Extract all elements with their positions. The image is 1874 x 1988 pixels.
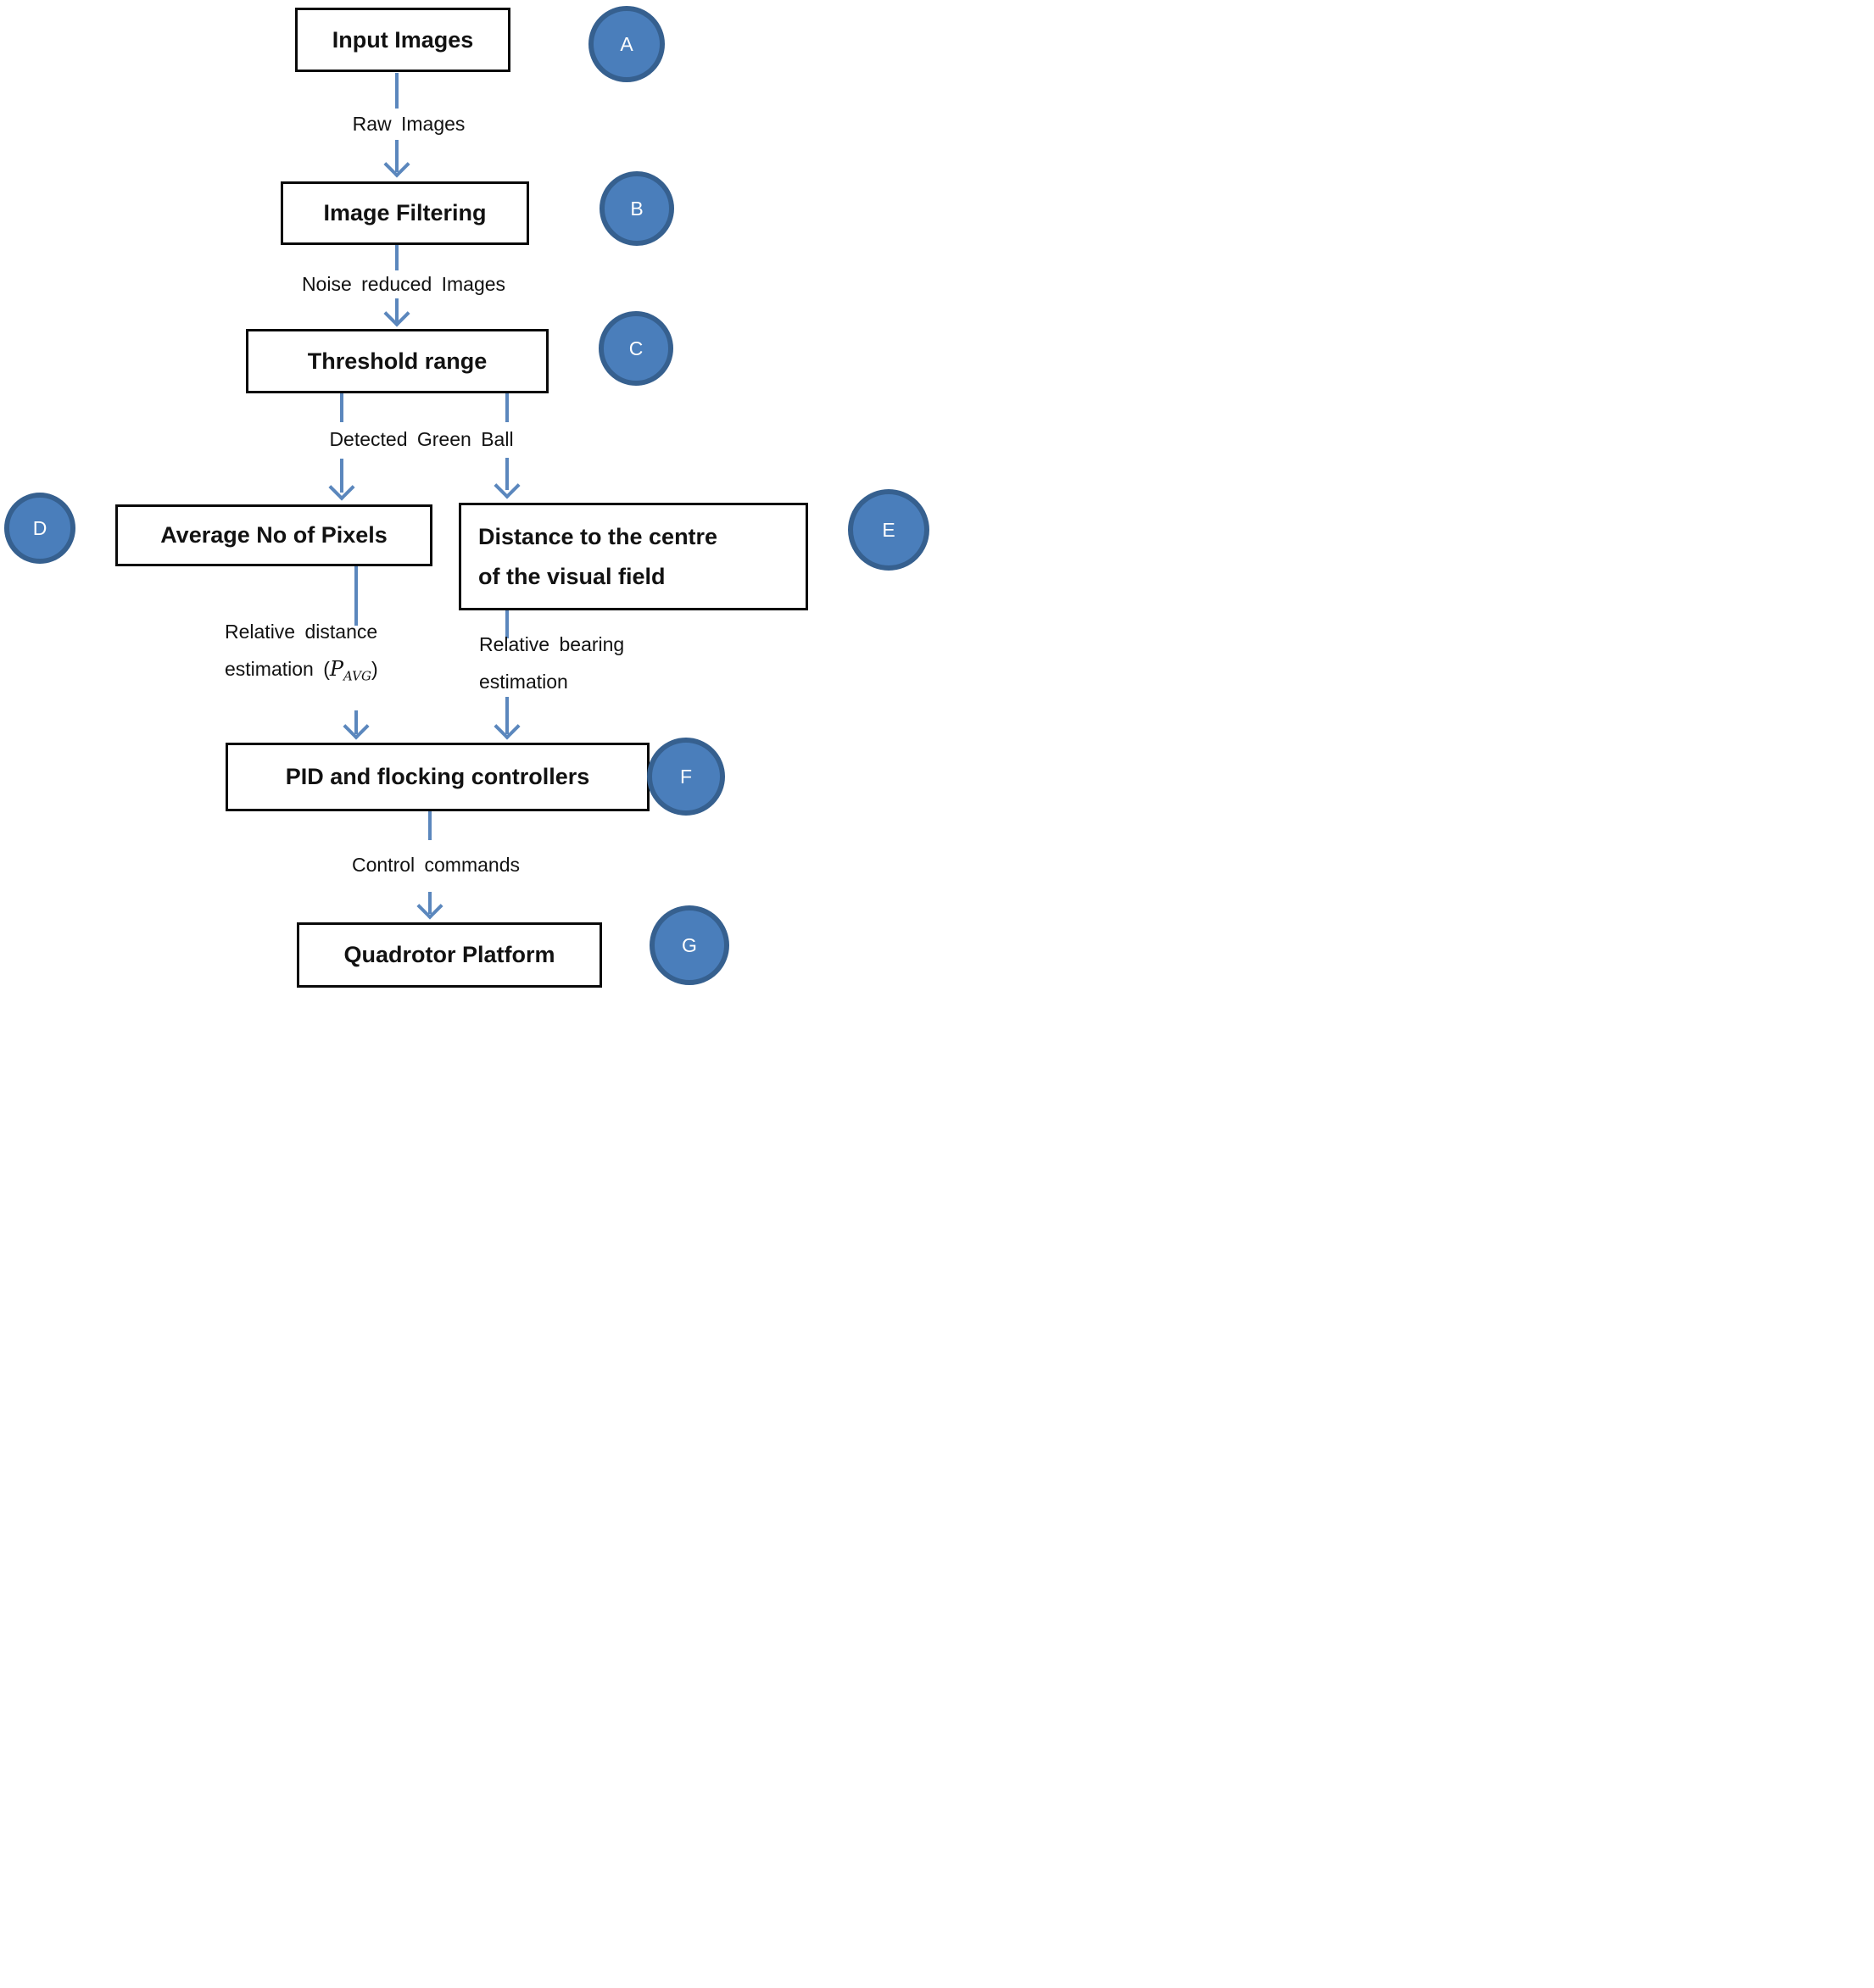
node-quadrotor-platform: Quadrotor Platform xyxy=(297,922,602,988)
connector-into-distance-centre xyxy=(505,458,509,490)
edge-label-detected-green-ball: Detected Green Ball xyxy=(329,428,514,450)
node-distance-centre-label-line1: Distance to the centre xyxy=(478,523,718,549)
node-quadrotor-platform-label: Quadrotor Platform xyxy=(343,942,555,967)
node-pid-controllers: PID and flocking controllers xyxy=(226,743,650,811)
marker-b-label: B xyxy=(630,197,644,220)
node-input-images-label: Input Images xyxy=(332,26,474,53)
pavg-variable: P xyxy=(329,657,344,681)
marker-circle-a: A xyxy=(588,6,665,82)
node-pid-controllers-label: PID and flocking controllers xyxy=(285,764,590,789)
marker-e-label: E xyxy=(882,518,895,541)
node-threshold-range-label: Threshold range xyxy=(307,348,488,374)
connector-distance-to-label xyxy=(505,610,509,638)
marker-circle-b: B xyxy=(600,171,674,246)
edge-label-relative-bearing: Relative bearing estimation xyxy=(479,626,624,700)
node-average-pixels-label: Average No of Pixels xyxy=(160,522,388,548)
connector-label-to-quadrotor xyxy=(428,892,432,914)
connector-threshold-left-stub xyxy=(340,393,343,422)
edge-label-relative-bearing-line2: estimation xyxy=(479,671,568,693)
node-distance-centre: Distance to the centre of the visual fie… xyxy=(459,503,808,610)
connector-label-to-pid-right xyxy=(505,697,509,734)
marker-f-label: F xyxy=(679,765,693,788)
marker-circle-e: E xyxy=(848,489,929,571)
marker-d-label: D xyxy=(32,516,47,539)
marker-a-label: A xyxy=(620,32,633,55)
flowchart-canvas: Input Images Image Filtering Threshold r… xyxy=(0,0,937,994)
connector-label-to-threshold xyxy=(395,298,399,322)
marker-circle-c: C xyxy=(599,311,673,386)
edge-label-control-commands: Control commands xyxy=(351,854,521,876)
arrowhead-into-threshold-range xyxy=(383,300,410,327)
node-threshold-range: Threshold range xyxy=(246,329,549,393)
connector-label-to-pid-left xyxy=(354,710,358,734)
node-average-pixels: Average No of Pixels xyxy=(115,504,432,566)
marker-circle-d: D xyxy=(4,493,75,564)
connector-threshold-right-stub xyxy=(505,393,509,422)
edge-label-relative-bearing-line1: Relative bearing xyxy=(479,633,625,655)
edge-label-relative-distance: Relative distance estimation (PAVG) xyxy=(225,613,378,695)
node-image-filtering-label: Image Filtering xyxy=(323,200,487,226)
edge-label-relative-distance-line2: estimation (PAVG) xyxy=(225,657,378,684)
edge-label-noise-reduced: Noise reduced Images xyxy=(301,273,506,295)
marker-c-label: C xyxy=(628,337,644,359)
arrowhead-into-average-pixels xyxy=(328,474,355,501)
pavg-subscript: AVG xyxy=(343,668,371,684)
marker-circle-g: G xyxy=(650,905,729,985)
connector-filtering-to-label xyxy=(395,245,399,270)
connector-average-to-label xyxy=(354,566,358,626)
marker-g-label: G xyxy=(682,933,697,956)
node-distance-centre-label-line2: of the visual field xyxy=(478,563,666,589)
connector-label-to-filtering xyxy=(395,140,399,172)
connector-pid-to-label xyxy=(428,811,432,840)
connector-input-to-label xyxy=(395,73,399,109)
connector-into-average-pixels xyxy=(340,459,343,493)
arrowhead-into-pid-left xyxy=(343,713,370,740)
arrowhead-into-quadrotor xyxy=(416,893,443,920)
arrowhead-into-distance-centre xyxy=(494,472,521,499)
node-image-filtering: Image Filtering xyxy=(281,181,529,245)
arrowhead-into-image-filtering xyxy=(383,151,410,178)
node-input-images: Input Images xyxy=(295,8,510,72)
arrowhead-into-pid-right xyxy=(494,713,521,740)
edge-label-raw-images: Raw Images xyxy=(352,113,466,135)
edge-label-relative-distance-line1: Relative distance xyxy=(225,621,378,643)
marker-circle-f: F xyxy=(647,738,725,816)
